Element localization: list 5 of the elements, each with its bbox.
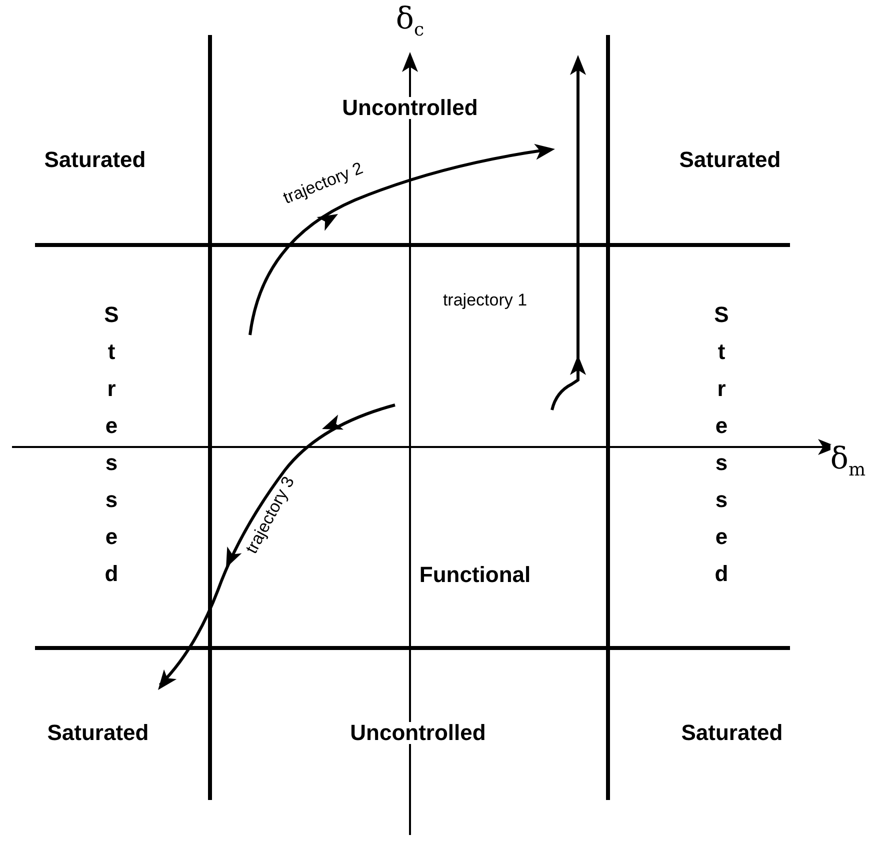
region-label: Uncontrolled xyxy=(350,722,486,744)
region-label: Uncontrolled xyxy=(342,97,478,119)
region-label: Stressed xyxy=(100,302,122,598)
region-label: Stressed xyxy=(710,302,732,598)
trajectory-label: trajectory 1 xyxy=(442,292,528,308)
